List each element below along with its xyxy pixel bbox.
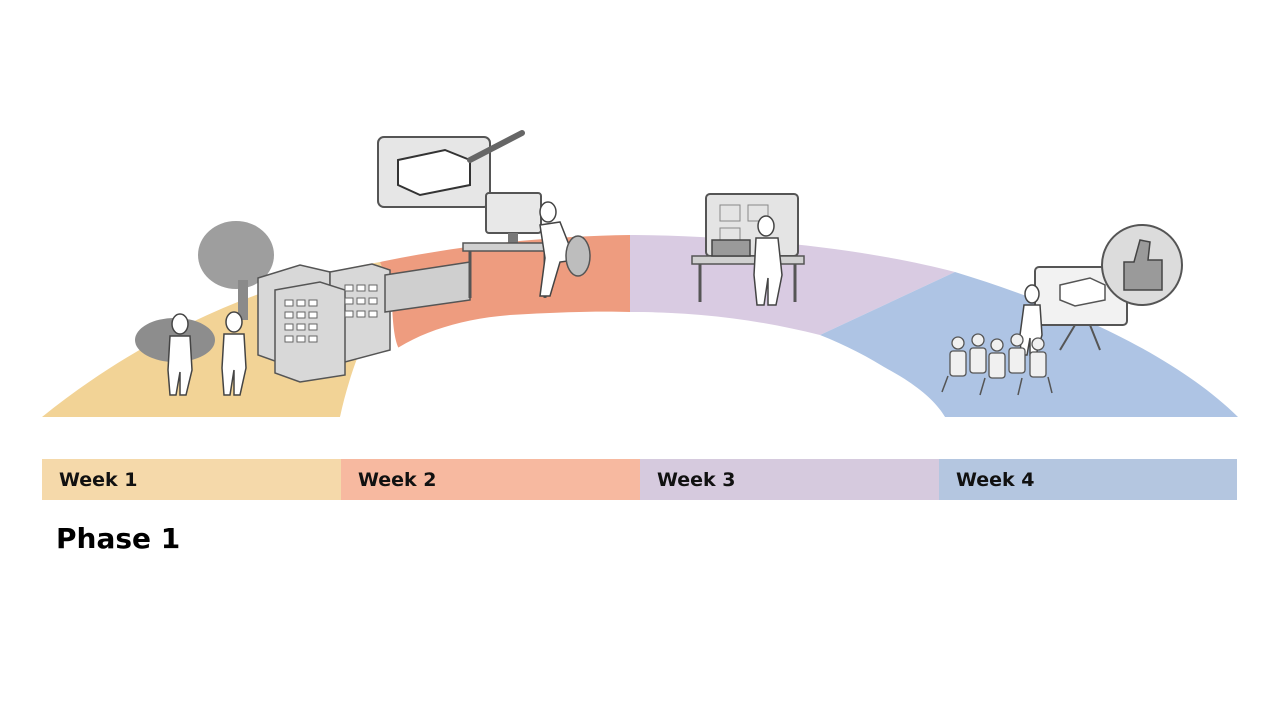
phase-title: Phase 1 — [56, 522, 181, 555]
design-illustration — [377, 130, 591, 313]
person-icon — [167, 311, 247, 396]
week-bar-2: Week 2 — [341, 459, 640, 500]
blueprint-icon — [384, 261, 471, 313]
desk-icon — [691, 255, 805, 265]
person-icon — [539, 201, 577, 297]
week-label: Week 4 — [956, 468, 1035, 491]
presentation-illustration — [941, 224, 1183, 396]
week-bar-1: Week 1 — [42, 459, 341, 500]
week-label: Week 2 — [358, 468, 437, 491]
week-bar-3: Week 3 — [640, 459, 939, 500]
audience-icon — [949, 333, 1047, 379]
monitor-icon — [485, 192, 542, 234]
machine-icon — [711, 239, 751, 257]
arc-inner-cutout — [340, 311, 945, 417]
prototyping-illustration — [691, 193, 805, 306]
person-icon — [753, 215, 783, 306]
desk-icon — [462, 242, 554, 252]
tree-icon — [198, 221, 274, 289]
chair-icon — [565, 235, 591, 277]
site-visit-illustration — [135, 221, 391, 396]
building-icon — [257, 263, 391, 383]
week-label: Week 1 — [59, 468, 138, 491]
week-bar-4: Week 4 — [939, 459, 1237, 500]
person-icon — [1019, 284, 1043, 356]
week-label: Week 3 — [657, 468, 736, 491]
